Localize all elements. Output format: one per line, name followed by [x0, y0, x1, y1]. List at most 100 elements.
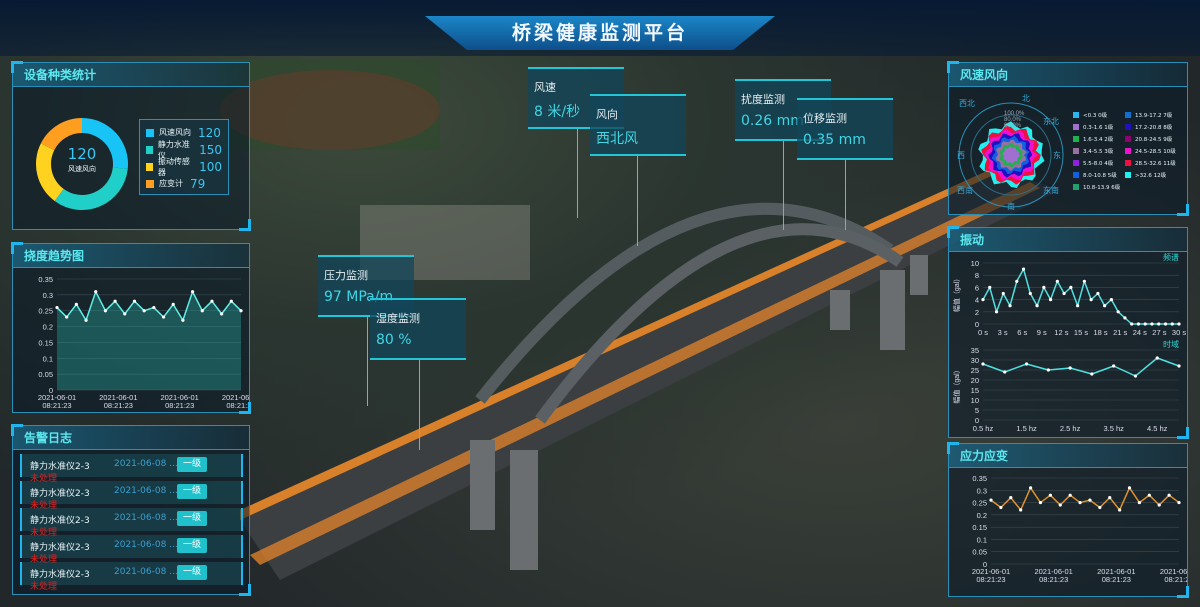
- data-point[interactable]: [1108, 496, 1112, 500]
- alarm-level-badge[interactable]: 一级: [177, 565, 207, 580]
- data-point[interactable]: [1089, 298, 1093, 302]
- data-point[interactable]: [1157, 322, 1161, 326]
- wind-legend-item[interactable]: <0.3 0级: [1073, 109, 1125, 121]
- data-point[interactable]: [65, 315, 69, 319]
- data-point[interactable]: [1046, 368, 1050, 372]
- data-point[interactable]: [181, 318, 185, 322]
- data-point[interactable]: [123, 312, 127, 316]
- tag-wind-direction[interactable]: 风向西北风: [590, 94, 686, 156]
- data-point[interactable]: [1048, 298, 1053, 302]
- wind-legend-item[interactable]: 20.8-24.5 9级: [1125, 133, 1187, 145]
- data-point[interactable]: [1076, 304, 1080, 308]
- data-point[interactable]: [1133, 374, 1138, 378]
- data-point[interactable]: [1150, 322, 1154, 326]
- data-point[interactable]: [981, 362, 985, 366]
- data-point[interactable]: [152, 305, 156, 310]
- data-point[interactable]: [1038, 500, 1043, 505]
- data-point[interactable]: [200, 309, 204, 313]
- donut-slice[interactable]: [82, 118, 128, 169]
- wind-legend-item[interactable]: 0.3-1.6 1级: [1073, 121, 1125, 133]
- donut-slice[interactable]: [54, 167, 128, 211]
- data-point[interactable]: [239, 309, 243, 313]
- data-point[interactable]: [1130, 322, 1134, 326]
- data-point[interactable]: [1082, 279, 1086, 283]
- data-point[interactable]: [988, 285, 992, 289]
- data-point[interactable]: [220, 312, 224, 316]
- data-point[interactable]: [1116, 310, 1120, 314]
- donut-slice[interactable]: [35, 143, 64, 201]
- data-point[interactable]: [1021, 267, 1026, 271]
- wind-legend-item[interactable]: 24.5-28.5 10级: [1125, 145, 1187, 157]
- data-point[interactable]: [1028, 291, 1032, 296]
- data-point[interactable]: [1177, 500, 1181, 505]
- data-point[interactable]: [1155, 356, 1159, 360]
- data-point[interactable]: [1118, 508, 1122, 512]
- wind-legend-item[interactable]: 8.0-10.8 5级: [1073, 169, 1125, 181]
- data-point[interactable]: [229, 299, 233, 303]
- alarm-level-badge[interactable]: 一级: [177, 484, 207, 499]
- data-point[interactable]: [1157, 503, 1161, 507]
- data-point[interactable]: [1137, 500, 1142, 505]
- data-point[interactable]: [171, 302, 175, 306]
- data-point[interactable]: [1069, 285, 1073, 289]
- data-point[interactable]: [1048, 493, 1052, 497]
- data-point[interactable]: [1090, 372, 1094, 376]
- data-point[interactable]: [1058, 503, 1062, 507]
- data-point[interactable]: [190, 290, 195, 294]
- data-point[interactable]: [981, 298, 985, 302]
- data-point[interactable]: [1062, 291, 1066, 296]
- data-point[interactable]: [94, 290, 98, 294]
- data-point[interactable]: [989, 498, 993, 502]
- data-point[interactable]: [132, 299, 137, 303]
- data-point[interactable]: [1112, 364, 1116, 368]
- data-point[interactable]: [84, 318, 88, 322]
- data-point[interactable]: [999, 505, 1003, 510]
- data-point[interactable]: [1096, 291, 1100, 296]
- wind-legend-item[interactable]: 28.5-32.6 11级: [1125, 157, 1187, 169]
- data-point[interactable]: [1088, 498, 1092, 502]
- alarm-level-badge[interactable]: 一级: [177, 457, 207, 472]
- data-point[interactable]: [142, 309, 146, 313]
- data-point[interactable]: [1078, 500, 1082, 505]
- data-point[interactable]: [161, 315, 166, 319]
- wind-legend-item[interactable]: 1.6-3.4 2级: [1073, 133, 1125, 145]
- data-point[interactable]: [1003, 370, 1007, 374]
- data-point[interactable]: [1098, 505, 1102, 510]
- data-point[interactable]: [1177, 322, 1181, 326]
- data-point[interactable]: [1143, 322, 1147, 326]
- data-point[interactable]: [1055, 279, 1059, 283]
- data-point[interactable]: [994, 310, 999, 314]
- data-point[interactable]: [103, 309, 108, 313]
- data-point[interactable]: [1136, 322, 1141, 326]
- data-point[interactable]: [1068, 493, 1072, 497]
- data-point[interactable]: [1170, 322, 1174, 326]
- data-point[interactable]: [1147, 493, 1151, 497]
- data-point[interactable]: [1167, 493, 1171, 497]
- data-point[interactable]: [55, 305, 59, 310]
- wind-legend-item[interactable]: 10.8-13.9 6级: [1073, 181, 1125, 193]
- data-point[interactable]: [1163, 322, 1168, 326]
- donut-slice[interactable]: [40, 118, 82, 151]
- data-point[interactable]: [1042, 285, 1046, 289]
- data-point[interactable]: [1008, 304, 1012, 308]
- data-point[interactable]: [1019, 508, 1023, 512]
- data-point[interactable]: [1035, 304, 1039, 308]
- data-point[interactable]: [1001, 291, 1005, 296]
- data-point[interactable]: [1009, 496, 1013, 500]
- wind-legend-item[interactable]: >32.6 12级: [1125, 169, 1187, 181]
- data-point[interactable]: [1127, 486, 1132, 490]
- wind-legend-item[interactable]: 3.4-5.5 3级: [1073, 145, 1125, 157]
- data-point[interactable]: [74, 302, 78, 306]
- alarm-level-badge[interactable]: 一级: [177, 511, 207, 526]
- data-point[interactable]: [1024, 362, 1029, 366]
